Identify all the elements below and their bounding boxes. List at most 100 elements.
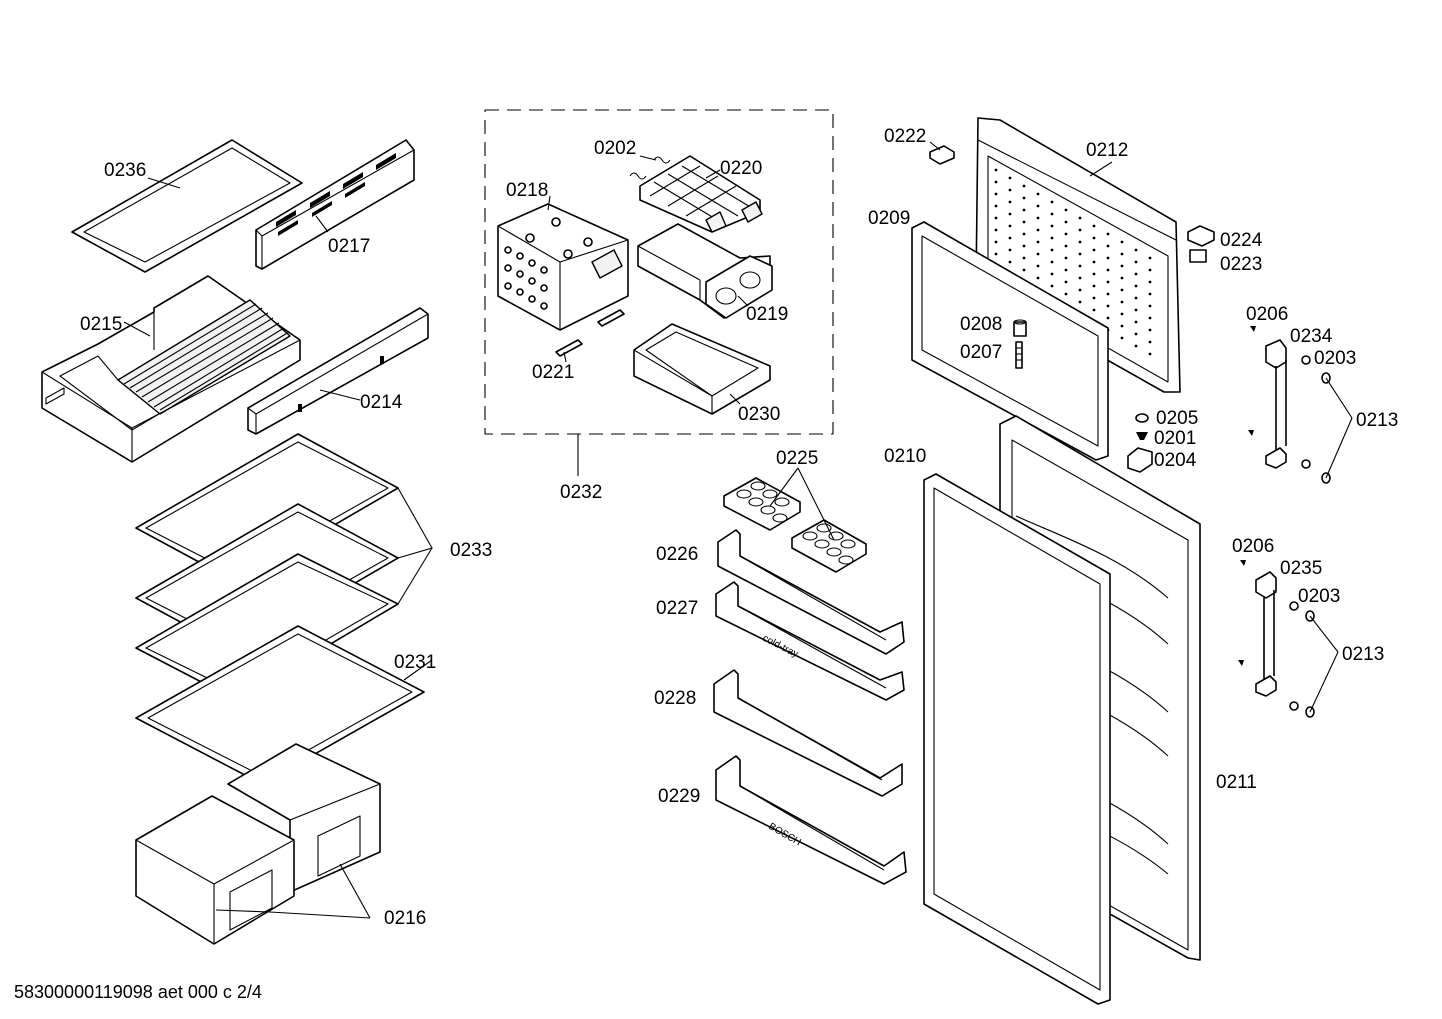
panel-dot	[1120, 240, 1124, 244]
panel-dot	[1078, 300, 1082, 304]
egg-cups-2	[802, 523, 856, 565]
panel-dot	[1106, 292, 1110, 296]
callout-0210: 0210	[884, 446, 926, 467]
panel-dot	[1092, 236, 1096, 240]
panel-dot	[1064, 244, 1068, 248]
panel-dot	[1064, 268, 1068, 272]
part-0222-cap	[929, 145, 955, 165]
panel-dot	[1078, 240, 1082, 244]
callout-0202: 0202	[594, 138, 636, 159]
callout-0234: 0234	[1290, 326, 1333, 347]
callout-0218: 0218	[506, 180, 548, 201]
callout-0205: 0205	[1156, 408, 1198, 429]
panel-dot	[1008, 188, 1012, 192]
part-0221-clip	[555, 309, 625, 357]
panel-dot	[1120, 276, 1124, 280]
part-0225-egg-trays	[723, 477, 867, 573]
panel-dot	[1092, 224, 1096, 228]
callout-0209: 0209	[868, 208, 910, 229]
panel-dot	[1022, 256, 1026, 260]
panel-dot	[1120, 324, 1124, 328]
part-0205-washer	[1135, 413, 1149, 423]
panel-dot	[1050, 200, 1054, 204]
panel-dot	[1120, 312, 1124, 316]
callout-0217: 0217	[328, 236, 370, 257]
callout-0206-upper: 0206	[1246, 304, 1288, 325]
panel-dot	[1064, 220, 1068, 224]
leader-lines	[123, 141, 1353, 919]
panel-dot	[1078, 288, 1082, 292]
panel-dot	[1092, 248, 1096, 252]
panel-dot	[1050, 260, 1054, 264]
panel-dot	[1008, 200, 1012, 204]
panel-dot	[1008, 224, 1012, 228]
callout-0206-lower: 0206	[1232, 536, 1274, 557]
part-0234-handle	[1265, 339, 1287, 469]
callout-0235: 0235	[1280, 558, 1322, 579]
part-0233-glass-shelves	[135, 433, 399, 701]
panel-dot	[1148, 352, 1152, 356]
part-0219-tray-holder	[637, 223, 773, 319]
callout-0214: 0214	[360, 392, 403, 413]
callout-0228: 0228	[654, 688, 696, 709]
assembly-group-0232	[484, 109, 834, 476]
panel-dot	[1064, 232, 1068, 236]
document-id: 58300000119098 aet 000 c 2/4	[14, 982, 262, 1002]
part-0209-freezer-gasket	[911, 221, 1109, 461]
panel-dot	[1120, 288, 1124, 292]
callout-0213-lower: 0213	[1342, 644, 1384, 665]
panel-dot	[994, 252, 998, 256]
panel-dot	[1106, 316, 1110, 320]
panel-dot	[1050, 272, 1054, 276]
callout-0203-upper: 0203	[1314, 348, 1356, 369]
panel-dot	[1092, 296, 1096, 300]
part-0231-glass-shelf	[135, 625, 425, 785]
part-0201-screw	[1136, 432, 1148, 440]
part-0214-trim-strip	[247, 307, 429, 435]
callout-0211: 0211	[1216, 772, 1257, 793]
part-0216-vegetable-bins	[135, 743, 381, 945]
panel-dot	[1036, 216, 1040, 220]
panel-dot	[1120, 252, 1124, 256]
panel-dot	[994, 228, 998, 232]
panel-dot	[1036, 240, 1040, 244]
panel-dot	[1022, 208, 1026, 212]
panel-dot	[1050, 248, 1054, 252]
part-0208-cap	[1013, 319, 1027, 337]
handle-fasteners	[1238, 326, 1331, 718]
callout-0216: 0216	[384, 908, 426, 929]
part-0230-ice-tray	[633, 323, 771, 415]
panel-dot	[1036, 228, 1040, 232]
panel-dot	[1134, 284, 1138, 288]
panel-dot	[1134, 332, 1138, 336]
callout-0230: 0230	[738, 404, 780, 425]
part-0218-housing	[497, 203, 629, 331]
housing-holes	[504, 217, 593, 310]
panel-dot	[1008, 236, 1012, 240]
callout-0204: 0204	[1154, 450, 1197, 471]
part-0215-crisper-tray	[41, 275, 301, 463]
panel-dot	[1106, 232, 1110, 236]
panel-dot	[1148, 280, 1152, 284]
callout-0222: 0222	[884, 126, 926, 147]
part-0236-shelf-frame	[71, 139, 303, 273]
callout-labels: 0236 0217 0215 0214 0233 0231 0216 0202 …	[80, 126, 1398, 929]
panel-dot	[1036, 204, 1040, 208]
part-0204-hinge-block	[1127, 447, 1153, 473]
panel-dot	[1022, 244, 1026, 248]
panel-dot	[1022, 268, 1026, 272]
panel-dot	[1050, 236, 1054, 240]
panel-dot	[1036, 192, 1040, 196]
panel-dot	[1064, 280, 1068, 284]
panel-dot	[1036, 264, 1040, 268]
part-0202-springs	[629, 156, 671, 180]
panel-dot	[1092, 284, 1096, 288]
part-0210-fridge-gasket	[923, 473, 1111, 1005]
panel-dot	[1022, 184, 1026, 188]
panel-dot	[1008, 212, 1012, 216]
crisper-grid-lines	[123, 303, 290, 411]
part-0224-hinge-cover	[1187, 225, 1215, 247]
part-0217-louvered-panel	[255, 139, 415, 270]
panel-dot	[994, 204, 998, 208]
panel-dot	[1134, 296, 1138, 300]
